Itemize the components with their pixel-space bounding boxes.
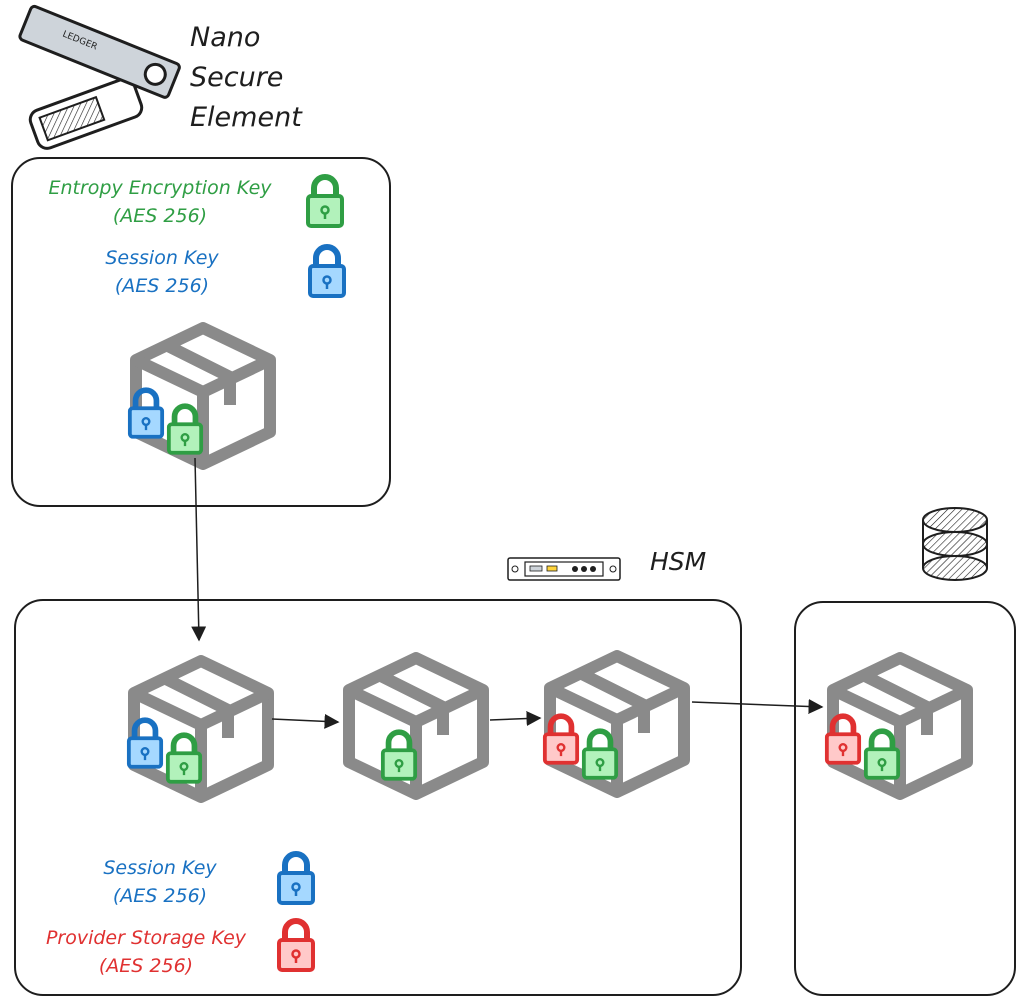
hsm-rack-icon (507, 557, 621, 581)
padlock-icon-entropy (308, 177, 342, 226)
padlock-icon-storage-provider (827, 716, 859, 763)
device-title-line-1: Nano (190, 22, 260, 53)
arrow-hsm-to-storage (691, 698, 824, 714)
arrow-se-to-hsm (191, 457, 207, 642)
padlock-icon-storage-entropy (866, 731, 898, 778)
padlock-icon-hsm2-entropy (383, 732, 415, 779)
hsm-session-key-name: Session Key (103, 857, 217, 879)
padlock-icon-se-session (130, 390, 162, 437)
device-title-line-3: Element (190, 102, 303, 133)
padlock-icon-hsm-legend-provider (279, 921, 313, 970)
provider-key-spec: (AES 256) (99, 955, 193, 977)
padlock-icon-se-entropy (169, 406, 201, 453)
database-icon (922, 507, 988, 581)
provider-key-name: Provider Storage Key (46, 927, 247, 949)
secure-element-panel (11, 157, 391, 507)
padlock-icon-hsm1-entropy (168, 735, 200, 782)
hsm-label: HSM (650, 547, 706, 576)
session-key-spec: (AES 256) (115, 275, 209, 297)
padlock-icon-hsm1-session (129, 720, 161, 767)
storage-panel (794, 601, 1016, 996)
device-title-line-2: Secure (190, 62, 283, 93)
padlock-icon-hsm3-entropy (584, 731, 616, 778)
padlock-icon-hsm-legend-session (279, 854, 313, 903)
entropy-key-name: Entropy Encryption Key (48, 177, 272, 199)
hsm-panel (14, 599, 742, 996)
arrow-hsm2-to-hsm3 (489, 711, 542, 727)
padlock-icon-hsm3-provider (545, 716, 577, 763)
hsm-session-key-spec: (AES 256) (113, 885, 207, 907)
session-key-name: Session Key (105, 247, 219, 269)
padlock-icon-session (310, 247, 344, 296)
arrow-hsm1-to-hsm2 (271, 713, 340, 729)
ledger-nano-icon: LEDGER (18, 4, 181, 150)
entropy-key-spec: (AES 256) (113, 205, 207, 227)
